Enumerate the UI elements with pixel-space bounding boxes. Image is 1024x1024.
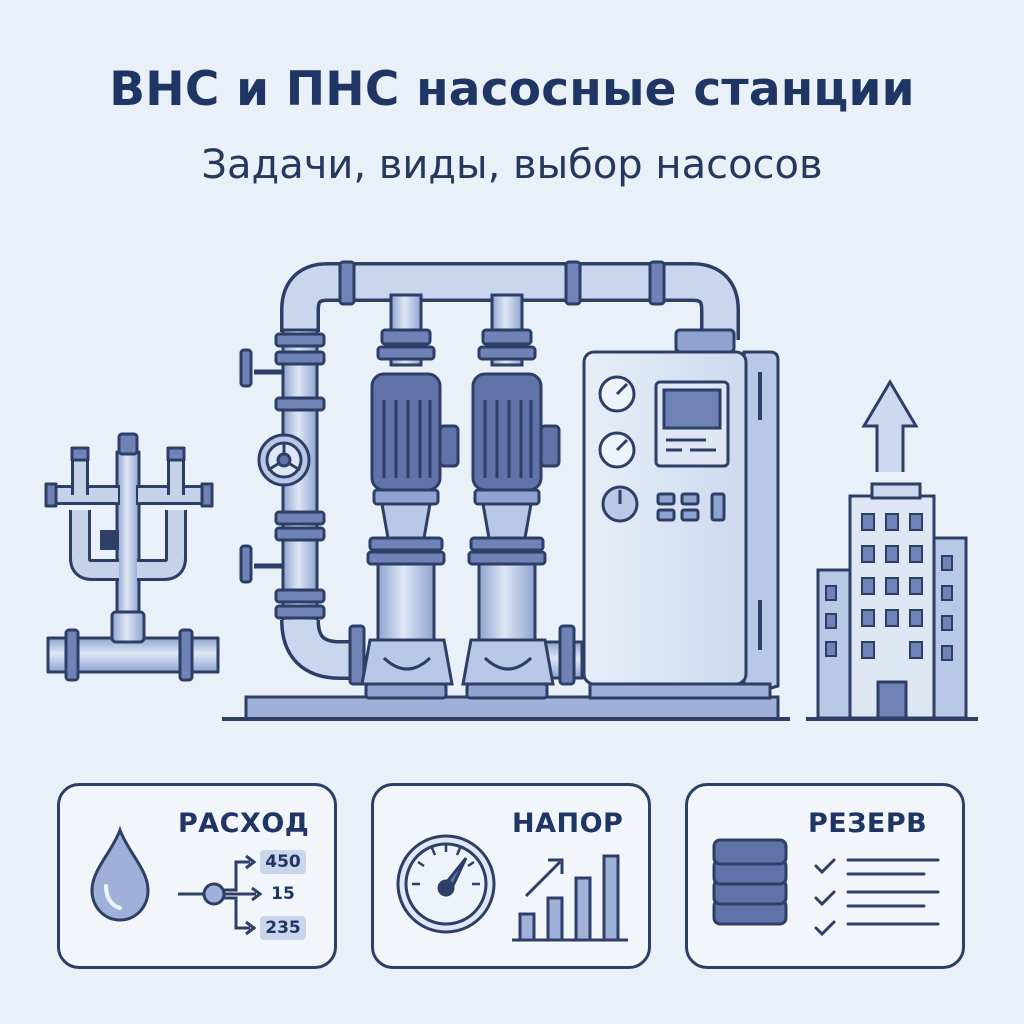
reserve-card-title: РЕЗЕРВ [808, 808, 928, 839]
flow-card: РАСХОД 450 15 235 [57, 783, 337, 969]
pump-station-illustration [44, 260, 978, 721]
pressure-gauge-icon [396, 834, 496, 934]
reserve-card: РЕЗЕРВ [685, 783, 965, 969]
valve-wheel [257, 433, 311, 487]
pump-right [461, 328, 561, 700]
pump-left [360, 328, 460, 700]
pressure-card-title: НАПОР [512, 808, 624, 839]
distribution-pipes [44, 432, 220, 682]
flow-card-title: РАСХОД [178, 808, 310, 839]
manifold-pipes [239, 260, 740, 686]
flow-value: 235 [260, 916, 306, 940]
water-drop-icon [90, 825, 150, 922]
building-windows [825, 513, 953, 661]
flow-diagram-icon [178, 854, 263, 936]
flow-value: 15 [271, 884, 295, 904]
base-plate [222, 695, 790, 721]
page-title: ВНС и ПНС насосные станции [109, 62, 915, 117]
page-subtitle: Задачи, виды, выбор насосов [201, 142, 823, 188]
stack-layers-icon [712, 838, 788, 926]
control-cabinet [582, 350, 780, 700]
pressure-card: НАПОР [371, 783, 651, 969]
building-icon [806, 379, 978, 721]
bar-chart-up-icon [512, 854, 628, 942]
checklist-icon [814, 858, 940, 937]
flow-value: 450 [260, 850, 306, 874]
